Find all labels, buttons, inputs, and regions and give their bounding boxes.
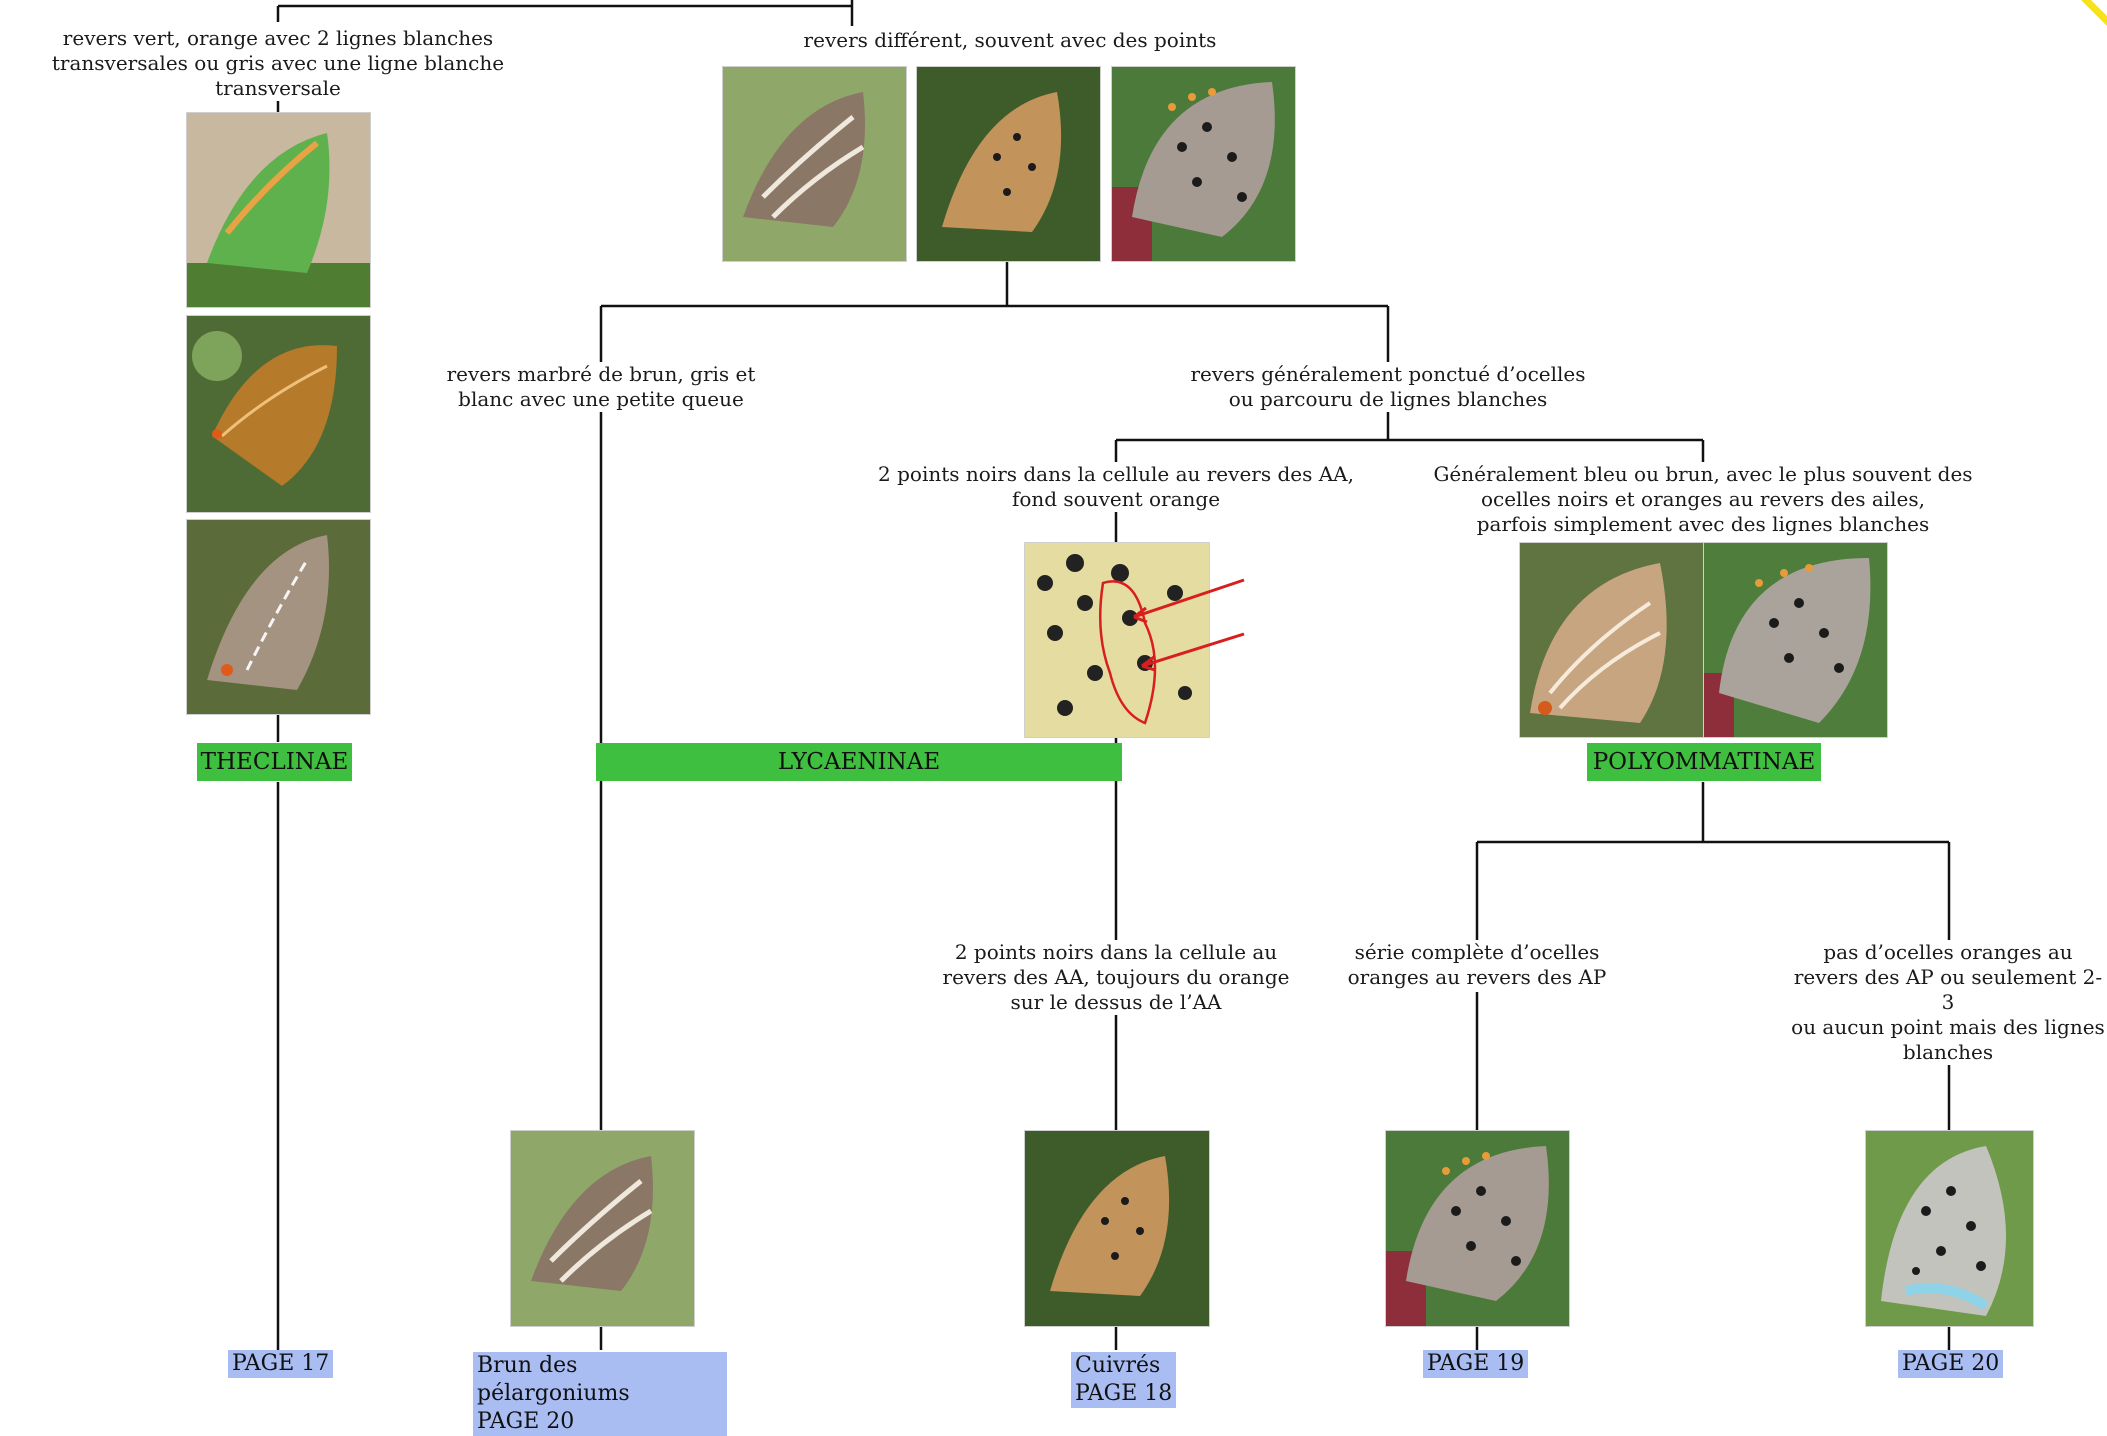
butterfly-photo-copper: [916, 66, 1101, 262]
butterfly-photo-grey: [186, 519, 371, 715]
page-label-cuivres[interactable]: Cuivrés PAGE 18: [1071, 1352, 1177, 1408]
butterfly-photo-page20: [1865, 1130, 2034, 1327]
branch-text-spots-aa: 2 points noirs dans la cellule au revers…: [876, 462, 1356, 512]
branch-text-serie-complete: série complète d’ocelles oranges au reve…: [1330, 940, 1624, 990]
page-label-20[interactable]: PAGE 20: [1898, 1350, 2004, 1378]
butterfly-photo-blue-ocelli: [1703, 542, 1888, 738]
branch-text-theclinae: revers vert, orange avec 2 lignes blanch…: [8, 26, 548, 101]
butterfly-photo-orange: [186, 315, 371, 513]
branch-text-cuivres: 2 points noirs dans la cellule au revers…: [936, 940, 1296, 1015]
page-label-brun-pelargoniums[interactable]: Brun des pélargoniums PAGE 20: [473, 1352, 727, 1436]
butterfly-photo-marbled: [722, 66, 907, 262]
branch-text-ponctue: revers généralement ponctué d’ocelles ou…: [1178, 362, 1598, 412]
butterfly-photo-green: [186, 112, 371, 308]
branch-text-polyommatinae-desc: Généralement bleu ou brun, avec le plus …: [1428, 462, 1978, 537]
page-label-17[interactable]: PAGE 17: [228, 1350, 334, 1378]
annotation-arrow: [1133, 578, 1245, 672]
butterfly-photo-brun-pelargoniums: [510, 1130, 695, 1327]
butterfly-photo-page19: [1385, 1130, 1570, 1327]
butterfly-photo-spots-closeup: [1024, 542, 1210, 738]
group-label-lycaeninae: LYCAENINAE: [596, 743, 1122, 781]
branch-text-different: revers différent, souvent avec des point…: [800, 28, 1220, 53]
connector-lines: [276, 0, 1951, 1350]
branch-text-marbre: revers marbré de brun, gris et blanc ave…: [430, 362, 772, 412]
group-label-polyommatinae: POLYOMMATINAE: [1587, 743, 1821, 781]
corner-marker-icon: [2081, 0, 2107, 26]
butterfly-photo-cuivres: [1024, 1130, 1210, 1327]
butterfly-photo-blue: [1111, 66, 1296, 262]
butterfly-photo-brown-lined: [1519, 542, 1704, 738]
branch-text-pas-ocelles: pas d’ocelles oranges au revers des AP o…: [1790, 940, 2106, 1065]
group-label-theclinae: THECLINAE: [197, 743, 352, 781]
page-label-19[interactable]: PAGE 19: [1423, 1350, 1529, 1378]
